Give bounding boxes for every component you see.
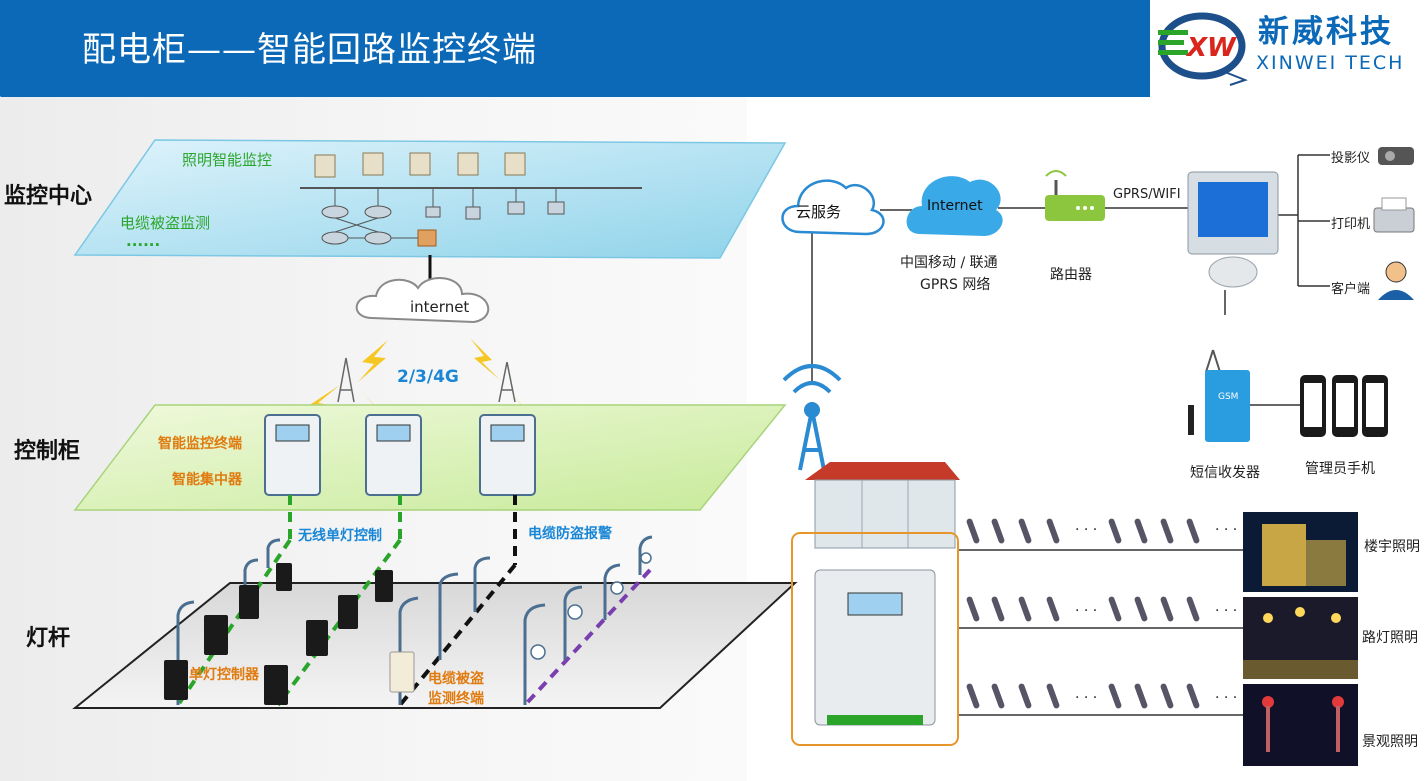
- logo-english-name: XINWEI TECH: [1256, 52, 1405, 74]
- cloud-service-icon: [781, 179, 885, 236]
- wireless-single-lamp-label: 无线单灯控制: [298, 528, 382, 544]
- client-user-icon: [1378, 261, 1414, 300]
- lamp-row-3-ellipsis-end: · · ·: [1215, 690, 1238, 706]
- header-bar: 配电柜——智能回路监控终端 XW 新威科技 XINWEI TECH: [0, 0, 1428, 110]
- lamp-row-2-ellipsis-end: · · ·: [1215, 603, 1238, 619]
- network-generation-label: 2/3/4G: [397, 367, 459, 387]
- cable-antitheft-alarm-label: 电缆防盗报警: [528, 526, 612, 542]
- building-lighting-label: 楼宇照明: [1364, 539, 1420, 555]
- gprs-wifi-label: GPRS/WIFI: [1113, 187, 1181, 202]
- landscape-lighting-photo: [1243, 684, 1358, 766]
- light-pole-label: 灯杆: [26, 626, 71, 651]
- internet-label-left: internet: [410, 298, 470, 316]
- logo-mark-text: XW: [1185, 33, 1237, 63]
- more-ellipsis-label: ......: [126, 232, 161, 250]
- light-poles: [176, 535, 653, 705]
- internet-cloud-right: [906, 176, 1003, 236]
- monitor-center-label: 监控中心: [4, 184, 93, 209]
- printer-label: 打印机: [1331, 217, 1371, 232]
- router-label: 路由器: [1050, 267, 1092, 283]
- lamp-row-3-ellipsis: · · ·: [1075, 690, 1098, 706]
- single-lamp-controller-label: 单灯控制器: [189, 667, 259, 683]
- antenna-towers: [337, 357, 516, 403]
- carrier-label-line1: 中国移动 / 联通: [900, 255, 998, 271]
- single-lamp-controllers: [164, 563, 393, 705]
- gsm-device-label: GSM: [1218, 392, 1239, 402]
- lighting-monitor-label: 照明智能监控: [182, 151, 273, 169]
- logo-chinese-name: 新威科技: [1258, 14, 1394, 50]
- projector-icon: [1378, 147, 1414, 165]
- landscape-lighting-label: 景观照明: [1362, 734, 1418, 750]
- lamp-row-1-ellipsis: · · ·: [1075, 522, 1098, 538]
- monitor-center-plane: [73, 139, 787, 259]
- printer-icon: [1373, 197, 1415, 233]
- lamp-row-2-ellipsis: · · ·: [1075, 603, 1098, 619]
- control-cabinet-label: 控制柜: [14, 439, 81, 464]
- loop-terminal-frame: [791, 532, 959, 746]
- logo-mark-icon: XW: [1158, 12, 1248, 86]
- right-links: [811, 154, 1330, 716]
- cable-theft-terminal-label-line1: 电缆被盗: [428, 671, 484, 687]
- admin-phone-screens: [1304, 383, 1384, 427]
- lamp-rows: [966, 518, 1200, 709]
- server-icons: [314, 152, 526, 178]
- wireless-tower-icon: [782, 364, 842, 471]
- control-cabinet-plane: [73, 404, 787, 511]
- monitor-icon: [1187, 171, 1279, 288]
- cable-theft-monitor-label: 电缆被盗监测: [120, 214, 211, 232]
- sms-transceiver-label: 短信收发器: [1190, 465, 1260, 481]
- company-logo: XW 新威科技 XINWEI TECH: [1150, 0, 1428, 97]
- client-label: 客户端: [1331, 282, 1371, 297]
- internet-cloud-left: [355, 276, 490, 324]
- street-lighting-label: 路灯照明: [1362, 630, 1418, 646]
- carrier-label-line2: GPRS 网络: [920, 277, 991, 293]
- cable-theft-terminal-device: [389, 651, 415, 693]
- sms-transceiver-icon: [1188, 349, 1250, 442]
- street-lighting-photo: [1243, 597, 1358, 679]
- lan-links: [334, 188, 557, 239]
- smart-terminal-label: 智能监控终端: [158, 436, 242, 452]
- concentrator-devices: [264, 414, 536, 496]
- substation-cabinet-icon: [805, 462, 960, 549]
- page-title: 配电柜——智能回路监控终端: [82, 30, 537, 70]
- smart-concentrator-label: 智能集中器: [172, 472, 242, 488]
- building-lighting-photo: [1243, 512, 1358, 592]
- internet-label-right: Internet: [927, 198, 983, 214]
- lamp-row-1-ellipsis-end: · · ·: [1215, 522, 1238, 538]
- projector-label: 投影仪: [1331, 151, 1371, 166]
- cloud-service-label: 云服务: [796, 203, 842, 221]
- loop-monitor-terminal-device: [814, 569, 936, 726]
- admin-phone-label: 管理员手机: [1305, 461, 1375, 477]
- cable-theft-terminal-label-line2: 监测终端: [428, 691, 484, 707]
- router-icon: [1045, 170, 1105, 221]
- camera-domes: [530, 552, 652, 660]
